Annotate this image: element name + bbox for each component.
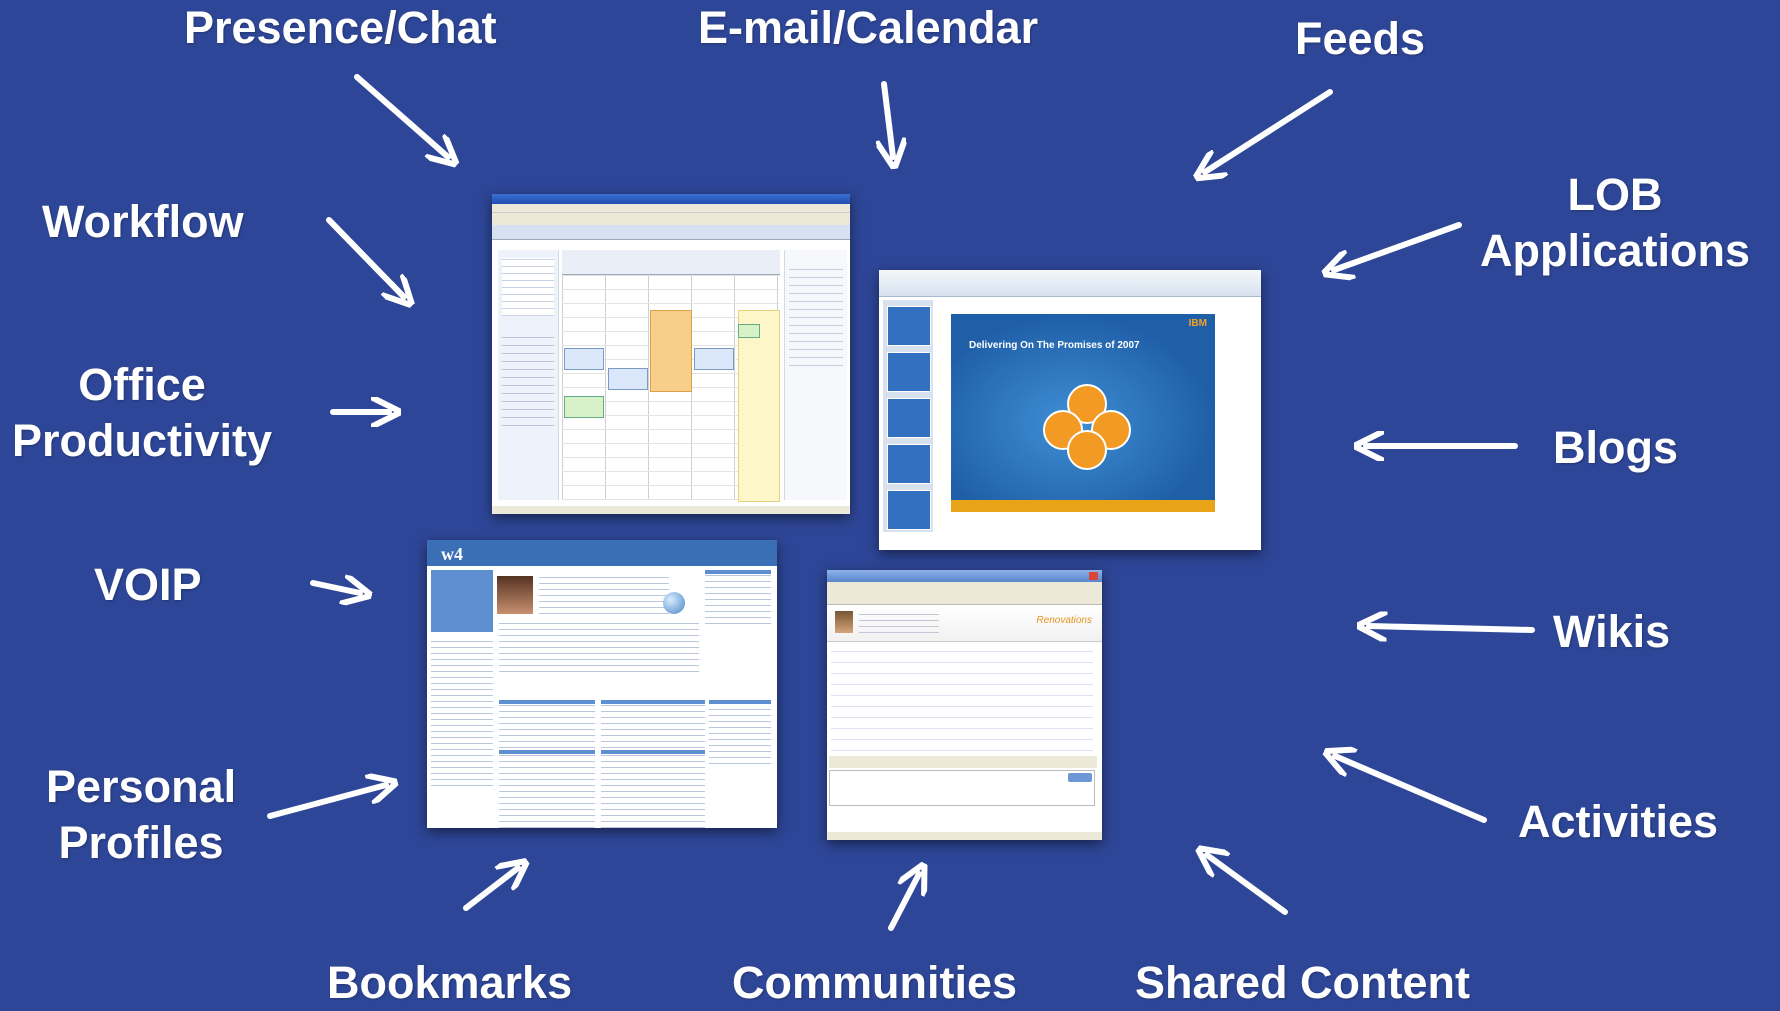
slide-thumbnail [887, 444, 931, 484]
calendar-menubar [492, 204, 850, 213]
label-profiles-line1: Personal [46, 761, 237, 812]
profile-header: w4 [427, 540, 777, 566]
calendar-views-list [502, 336, 554, 426]
arrow-wikis [1369, 626, 1535, 630]
slide-thumbnail [887, 398, 931, 438]
calendar-week-grid [562, 250, 780, 502]
chat-contact-header: Renovations [827, 605, 1102, 642]
profile-screenshot: w4 [427, 540, 777, 828]
profile-activities-box [499, 750, 595, 828]
arrow-profiles [267, 785, 386, 819]
label-activities: Activities [1518, 796, 1719, 847]
label-bookmarks: Bookmarks [327, 957, 573, 1008]
label-blogs: Blogs [1553, 422, 1679, 473]
arrow-email [884, 81, 893, 157]
slide-thumbnail [887, 306, 931, 346]
presentation-screenshot: IBM Delivering On The Promises of 2007 [879, 270, 1261, 550]
label-office-line1: Office [78, 359, 206, 410]
profile-globe-icon [663, 592, 685, 614]
slide-logo: IBM [1188, 318, 1207, 329]
profile-blog-box [601, 750, 705, 828]
label-lob-line1: LOB [1567, 169, 1663, 220]
label-email-calendar: E-mail/Calendar [698, 2, 1039, 53]
chat-statusbar [827, 832, 1102, 840]
calendar-event [694, 348, 734, 370]
calendar-event [608, 368, 648, 390]
slide-title: Delivering On The Promises of 2007 [969, 340, 1140, 351]
close-icon[interactable] [1089, 572, 1098, 580]
profile-contact-info [539, 576, 669, 614]
label-wikis: Wikis [1553, 606, 1671, 657]
chat-brand: Renovations [1036, 615, 1092, 626]
profile-logo: w4 [441, 544, 463, 564]
chat-screenshot: Renovations [827, 570, 1102, 840]
chat-transcript [831, 642, 1093, 762]
label-personal-profiles: Personal Profiles [46, 759, 236, 871]
label-lob-line2: Applications [1480, 225, 1751, 276]
profile-details [499, 622, 699, 672]
profile-bookmarks-box [601, 700, 705, 748]
arrow-workflow [326, 217, 404, 297]
profile-reports-box [709, 700, 771, 764]
arrow-communities [888, 874, 919, 931]
profile-communities-box [499, 700, 595, 748]
lotus-flower-graphic [1039, 384, 1135, 470]
label-office-line2: Productivity [12, 415, 273, 466]
calendar-titlebar [492, 194, 850, 204]
profile-photo [497, 576, 533, 614]
arrow-lob [1334, 222, 1462, 270]
calendar-sidebar [498, 250, 559, 500]
calendar-tabs [492, 225, 850, 240]
calendar-event [738, 310, 780, 502]
label-shared-content: Shared Content [1135, 957, 1471, 1008]
send-button[interactable] [1068, 773, 1092, 782]
chat-menubar [827, 582, 1102, 590]
profile-colleagues-box [705, 570, 771, 624]
label-office-productivity: Office Productivity [12, 357, 272, 469]
label-lob-applications: LOB Applications [1480, 167, 1750, 279]
label-feeds: Feeds [1295, 13, 1426, 64]
label-voip: VOIP [94, 559, 202, 610]
calendar-statusbar [492, 506, 850, 514]
profile-nav-menu [431, 570, 493, 632]
chat-contact-details [859, 611, 939, 633]
calendar-event [650, 310, 692, 392]
slide-thumbnail [887, 490, 931, 530]
arrow-feeds [1205, 89, 1333, 172]
calendar-day-header [562, 250, 780, 275]
label-workflow: Workflow [42, 196, 244, 247]
calendar-toolbar [492, 213, 850, 225]
mini-month-calendar [502, 258, 554, 316]
slide-footer-bar [951, 500, 1215, 512]
arrow-voip [310, 583, 360, 593]
calendar-contacts-sidebar [784, 250, 847, 500]
calendar-event [738, 324, 760, 338]
slide-thumbnail [887, 352, 931, 392]
arrow-bookmarks [463, 868, 518, 911]
label-communities: Communities [732, 957, 1018, 1008]
calendar-screenshot [492, 194, 850, 514]
chat-format-toolbar [829, 756, 1097, 768]
presentation-ribbon [879, 270, 1261, 297]
profile-tag-cloud [431, 636, 493, 786]
avatar [835, 611, 853, 633]
slide-thumbnails [883, 300, 933, 532]
sametime-contacts-list [789, 266, 843, 366]
label-presence-chat: Presence/Chat [184, 2, 497, 53]
chat-titlebar [827, 570, 1102, 582]
calendar-event [564, 348, 604, 370]
arrow-shared [1207, 855, 1288, 915]
chat-message-input[interactable] [829, 770, 1095, 806]
arrow-presence [354, 74, 448, 157]
main-slide: IBM Delivering On The Promises of 2007 [951, 314, 1215, 512]
label-profiles-line2: Profiles [58, 817, 224, 868]
calendar-event [564, 396, 604, 418]
chat-toolbar [827, 590, 1102, 605]
arrow-activities [1335, 756, 1487, 823]
